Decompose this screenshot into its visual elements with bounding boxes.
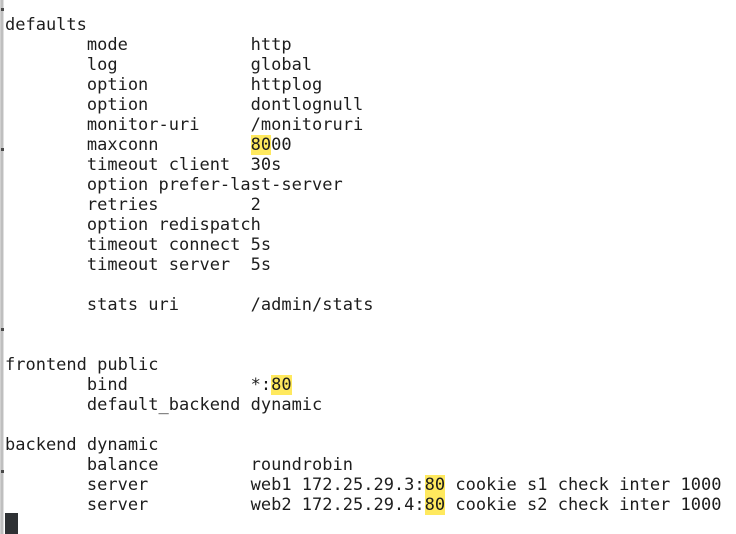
config-line[interactable]: defaults xyxy=(5,15,736,35)
line-text: option dontlognull xyxy=(5,95,364,115)
line-text: option redispatch xyxy=(5,215,261,235)
config-line[interactable]: server web2 172.25.29.4:80 cookie s2 che… xyxy=(5,495,736,515)
line-text: cookie s1 check inter 1000 xyxy=(445,475,722,495)
config-line[interactable]: balance roundrobin xyxy=(5,455,736,475)
line-text: defaults xyxy=(5,15,87,35)
scrollbar-tick xyxy=(1,328,4,331)
line-text: monitor-uri /monitoruri xyxy=(5,115,364,135)
line-text: balance roundrobin xyxy=(5,455,353,475)
line-text: frontend public xyxy=(5,355,159,375)
text-cursor xyxy=(5,513,18,534)
config-line[interactable] xyxy=(5,315,736,335)
line-text: option httplog xyxy=(5,75,323,95)
config-line[interactable]: option redispatch xyxy=(5,215,736,235)
line-text: cookie s2 check inter 1000 xyxy=(445,495,722,515)
config-line[interactable]: timeout connect 5s xyxy=(5,235,736,255)
config-line[interactable]: retries 2 xyxy=(5,195,736,215)
line-text: server web2 172.25.29.4: xyxy=(5,495,425,515)
config-line[interactable]: default_backend dynamic xyxy=(5,395,736,415)
config-line[interactable]: frontend public xyxy=(5,355,736,375)
config-line[interactable]: bind *:80 xyxy=(5,375,736,395)
line-text: 00 xyxy=(271,135,292,155)
line-text: default_backend dynamic xyxy=(5,395,323,415)
line-text: option prefer-last-server xyxy=(5,175,343,195)
line-text: bind *: xyxy=(5,375,272,395)
config-line[interactable]: timeout client 30s xyxy=(5,155,736,175)
line-text: mode http xyxy=(5,35,292,55)
config-line[interactable]: mode http xyxy=(5,35,736,55)
config-line[interactable]: backend dynamic xyxy=(5,435,736,455)
vertical-scrollbar[interactable] xyxy=(0,0,4,534)
scrollbar-tick xyxy=(1,8,4,11)
line-text: retries 2 xyxy=(5,195,261,215)
config-line[interactable]: option dontlognull xyxy=(5,95,736,115)
config-line[interactable]: timeout server 5s xyxy=(5,255,736,275)
config-line[interactable]: maxconn 8000 xyxy=(5,135,736,155)
line-text: log global xyxy=(5,55,313,75)
scrollbar-tick xyxy=(1,148,4,151)
line-text: timeout server 5s xyxy=(5,255,272,275)
config-line[interactable]: option httplog xyxy=(5,75,736,95)
config-line[interactable]: option prefer-last-server xyxy=(5,175,736,195)
config-line[interactable] xyxy=(5,275,736,295)
line-text: server web1 172.25.29.3: xyxy=(5,475,425,495)
search-match-highlight: 80 xyxy=(424,495,446,515)
search-match-highlight: 80 xyxy=(424,475,446,495)
config-line[interactable] xyxy=(5,415,736,435)
scrollbar-thumb[interactable] xyxy=(1,0,3,534)
config-line[interactable]: monitor-uri /monitoruri xyxy=(5,115,736,135)
line-text: backend dynamic xyxy=(5,435,159,455)
line-text: stats uri /admin/stats xyxy=(5,295,374,315)
line-text: timeout connect 5s xyxy=(5,235,272,255)
scrollbar-tick xyxy=(1,470,4,473)
config-line[interactable]: server web1 172.25.29.3:80 cookie s1 che… xyxy=(5,475,736,495)
line-text: maxconn xyxy=(5,135,251,155)
config-line[interactable] xyxy=(5,335,736,355)
line-text: timeout client 30s xyxy=(5,155,282,175)
config-line[interactable]: log global xyxy=(5,55,736,75)
search-match-highlight: 80 xyxy=(250,135,272,155)
config-line[interactable]: stats uri /admin/stats xyxy=(5,295,736,315)
search-match-highlight: 80 xyxy=(271,375,292,395)
config-text-area[interactable]: defaults mode http log global option htt… xyxy=(5,15,736,515)
